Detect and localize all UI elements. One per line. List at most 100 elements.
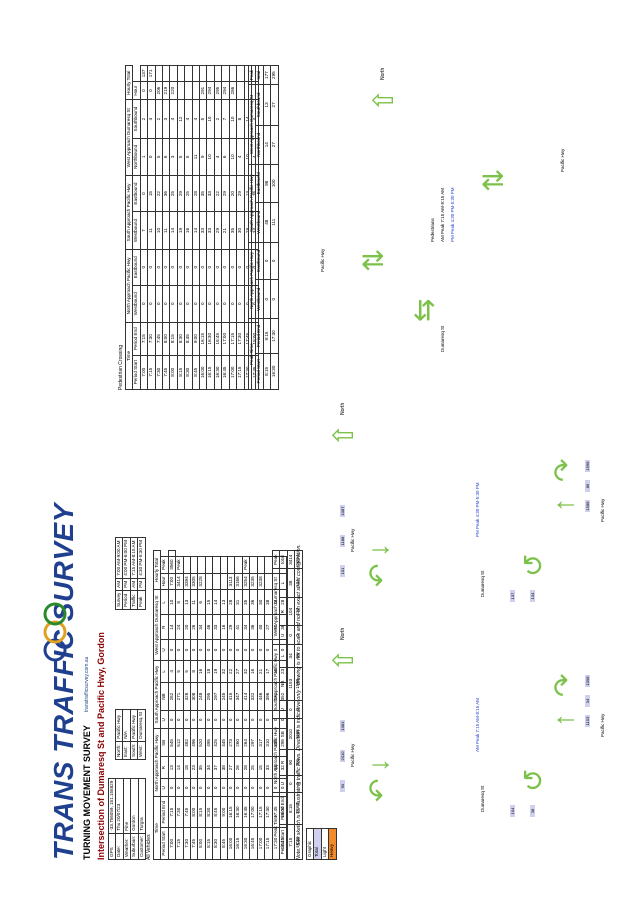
info-value: Pacific Hwy <box>130 709 138 742</box>
table-cell: 19 <box>177 211 185 250</box>
table-cell: 21 <box>257 660 265 683</box>
table-cell: 8:30 <box>177 322 185 356</box>
table-cell: 8:15 <box>197 796 206 828</box>
table-cell: 17:30 <box>264 796 272 828</box>
table-cell: 0 <box>221 249 230 286</box>
count-cell: 2010 <box>340 750 345 762</box>
legend-total: Total <box>313 828 322 860</box>
table-cell: 295 <box>270 65 279 85</box>
pedestrians-label: Pedestrians <box>430 218 435 242</box>
table-cell: 0 <box>175 710 184 729</box>
table-cell: 10 <box>229 99 237 139</box>
table-cell <box>220 573 228 590</box>
group-header: Peak <box>272 550 280 569</box>
turn-arrow-icon: ↺ <box>518 553 549 577</box>
logo-subtitle: TURNING MOVEMENT SURVEY <box>82 725 92 860</box>
column-header: Northbound <box>255 125 264 165</box>
table-cell: 27 <box>270 84 279 126</box>
table-cell: 0 <box>249 639 258 661</box>
table-cell: 8:15 <box>287 792 295 825</box>
table-cell: 512 <box>175 729 184 757</box>
straight-arrow-icon: ↑ <box>548 498 579 512</box>
table-cell: 16 <box>249 660 258 683</box>
table-cell: 171 <box>147 65 156 82</box>
table-cell: 310 <box>264 729 272 757</box>
table-cell <box>205 573 213 590</box>
table-cell: 111 <box>270 202 279 243</box>
table-cell: 28 <box>227 589 235 615</box>
table-cell: 11 <box>190 589 198 615</box>
table-cell: 22 <box>214 175 222 212</box>
table-cell: 294 <box>221 81 230 100</box>
group-header: Hourly Total <box>125 65 133 100</box>
table-cell: 17:30 <box>270 318 279 354</box>
count-cell: 1568 <box>585 460 590 472</box>
column-header: SB <box>279 718 288 750</box>
table-cell: 16:15 <box>227 796 235 828</box>
table-cell: 14 <box>175 756 184 779</box>
table-cell: 36 <box>249 589 258 615</box>
table-cell: 0 <box>264 639 272 661</box>
count-cell: 86 <box>585 480 590 492</box>
table-cell <box>184 81 193 100</box>
table-cell: 6 <box>197 589 206 615</box>
table-cell: 33 <box>206 175 215 212</box>
table-cell: 137 <box>140 65 148 82</box>
legend-table: Graphic Total Light Heavy <box>306 828 337 860</box>
count-cell: 34 <box>585 695 590 707</box>
table-cell: 16:30 <box>206 322 215 356</box>
table-cell: 0 <box>175 639 184 661</box>
info-key: Suburban: <box>130 833 139 860</box>
approach-info-table: North:Pacific Hwy East:N/A South:Pacific… <box>115 709 146 760</box>
table-cell: 0 <box>242 710 250 729</box>
table-cell: 0 <box>264 778 272 797</box>
table-cell: 0 <box>287 625 295 645</box>
info-value: N/A <box>122 709 131 742</box>
table-cell: 0 <box>199 285 207 323</box>
table-cell: 0 <box>184 285 193 323</box>
table-cell: 8:15 <box>177 355 185 390</box>
table-cell: 0 <box>183 639 191 661</box>
table-cell <box>177 81 185 100</box>
table-cell: 16:15 <box>199 322 207 356</box>
table-cell: 20 <box>229 175 237 212</box>
table-cell: 19 <box>212 660 221 683</box>
column-header: total <box>255 65 264 85</box>
group-header: South Approach Pacific Hwy <box>153 660 161 729</box>
table-cell: 10 <box>206 138 215 176</box>
column-header: R <box>160 756 169 779</box>
table-cell: 17:15 <box>264 827 272 860</box>
group-header: West Approach Dumaresq St <box>248 84 256 165</box>
legend-light: Light <box>321 828 329 860</box>
table-cell: 3560 <box>168 556 176 574</box>
column-header: SB <box>160 729 169 757</box>
table-cell: 16 <box>184 211 193 250</box>
table-cell: 16:30 <box>270 353 279 390</box>
table-cell: 36 <box>249 614 258 640</box>
column-header: Hour <box>160 573 169 590</box>
column-header: Hour <box>132 81 141 100</box>
table-cell: 35 <box>197 756 206 779</box>
table-cell <box>197 556 206 574</box>
table-cell: 13 <box>168 756 176 779</box>
table-cell: 27 <box>227 756 235 779</box>
table-cell: 4 <box>192 99 200 139</box>
table-cell: 17:15 <box>236 355 244 390</box>
table-cell: 25 <box>169 175 178 212</box>
table-cell: 25 <box>249 756 258 779</box>
table-cell: 20 <box>183 614 191 640</box>
table-cell: 3394 <box>183 573 191 590</box>
column-header: U <box>160 710 169 729</box>
group-header: Time <box>153 796 161 860</box>
count-cell: 137 <box>510 590 515 602</box>
